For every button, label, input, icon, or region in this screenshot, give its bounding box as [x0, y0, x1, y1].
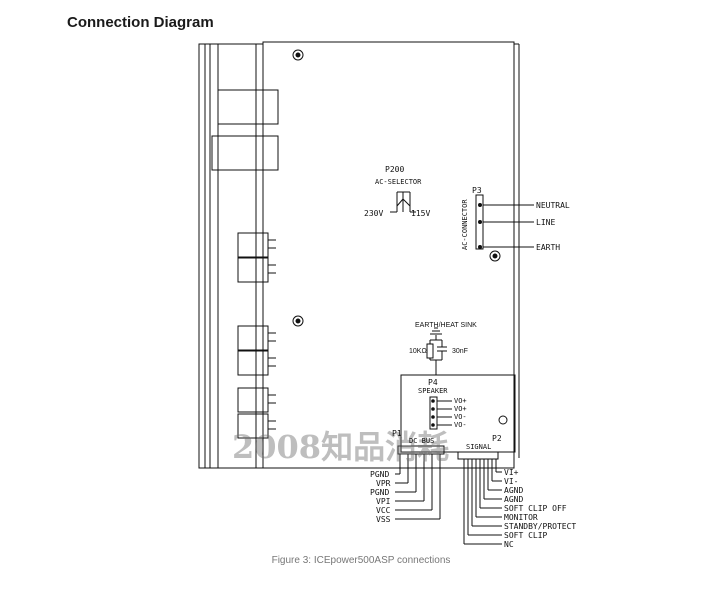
- p3-pin-earth: EARTH: [536, 243, 560, 252]
- p1-name: P1: [392, 429, 402, 438]
- p1-pin-5: VCC: [376, 506, 391, 515]
- capacitor-value: 30nF: [452, 348, 468, 355]
- p200-title: AC-SELECTOR: [375, 178, 422, 186]
- p4-pin-4: VO-: [454, 421, 467, 429]
- p1-title: DC BUS: [409, 437, 434, 445]
- watermark: 2008知品消耗: [232, 428, 449, 466]
- p1-pin-3: PGND: [370, 488, 389, 497]
- p200-left-label: 230V: [364, 209, 383, 218]
- p2-name: P2: [492, 434, 502, 443]
- p200-right-label: 115V: [411, 209, 430, 218]
- p1-pin-2: VPR: [376, 479, 391, 488]
- earth-heat-sink-network: [426, 327, 447, 375]
- sink-title: EARTH/HEAT SINK: [415, 322, 477, 329]
- p4-pin-2: VO+: [454, 405, 467, 413]
- p4-title: SPEAKER: [418, 387, 448, 395]
- p2-pin-2: VI-: [504, 477, 518, 486]
- p3-ac-connector: [475, 194, 534, 250]
- p4-pin-1: VO+: [454, 397, 467, 405]
- p1-pin-4: VPI: [376, 497, 391, 506]
- p2-signal: [457, 451, 502, 545]
- resistor-value: 10KΩ: [409, 348, 427, 355]
- p3-pin-line: LINE: [536, 218, 555, 227]
- p2-pin-6: MONITOR: [504, 513, 538, 522]
- p3-name: P3: [472, 186, 482, 195]
- p2-pin-1: VI+: [504, 468, 519, 477]
- p4-pin-3: VO-: [454, 413, 467, 421]
- p3-title: AC-CONNECTOR: [461, 199, 469, 250]
- p200-name: P200: [385, 165, 404, 174]
- pcb-board: [262, 41, 515, 469]
- p1-pin-1: PGND: [370, 470, 389, 479]
- p200-ac-selector: [390, 191, 416, 213]
- p4-name: P4: [428, 378, 438, 387]
- p1-pin-6: VSS: [376, 515, 391, 524]
- page-title: Connection Diagram: [67, 14, 214, 31]
- p2-pin-3: AGND: [504, 486, 523, 495]
- figure-caption: Figure 3: ICEpower500ASP connections: [271, 555, 451, 566]
- mounting-holes: [292, 49, 508, 425]
- p2-pin-5: SOFT CLIP OFF: [504, 504, 567, 513]
- heat-sink: [198, 43, 279, 469]
- p2-pin-9: NC: [504, 540, 514, 549]
- p2-title: SIGNAL: [466, 443, 491, 451]
- p1-dc-bus: [395, 445, 445, 520]
- p2-pin-7: STANDBY/PROTECT: [504, 522, 576, 531]
- p2-pin-4: AGND: [504, 495, 523, 504]
- p3-pin-neutral: NEUTRAL: [536, 201, 570, 210]
- p2-pin-8: SOFT CLIP: [504, 531, 548, 540]
